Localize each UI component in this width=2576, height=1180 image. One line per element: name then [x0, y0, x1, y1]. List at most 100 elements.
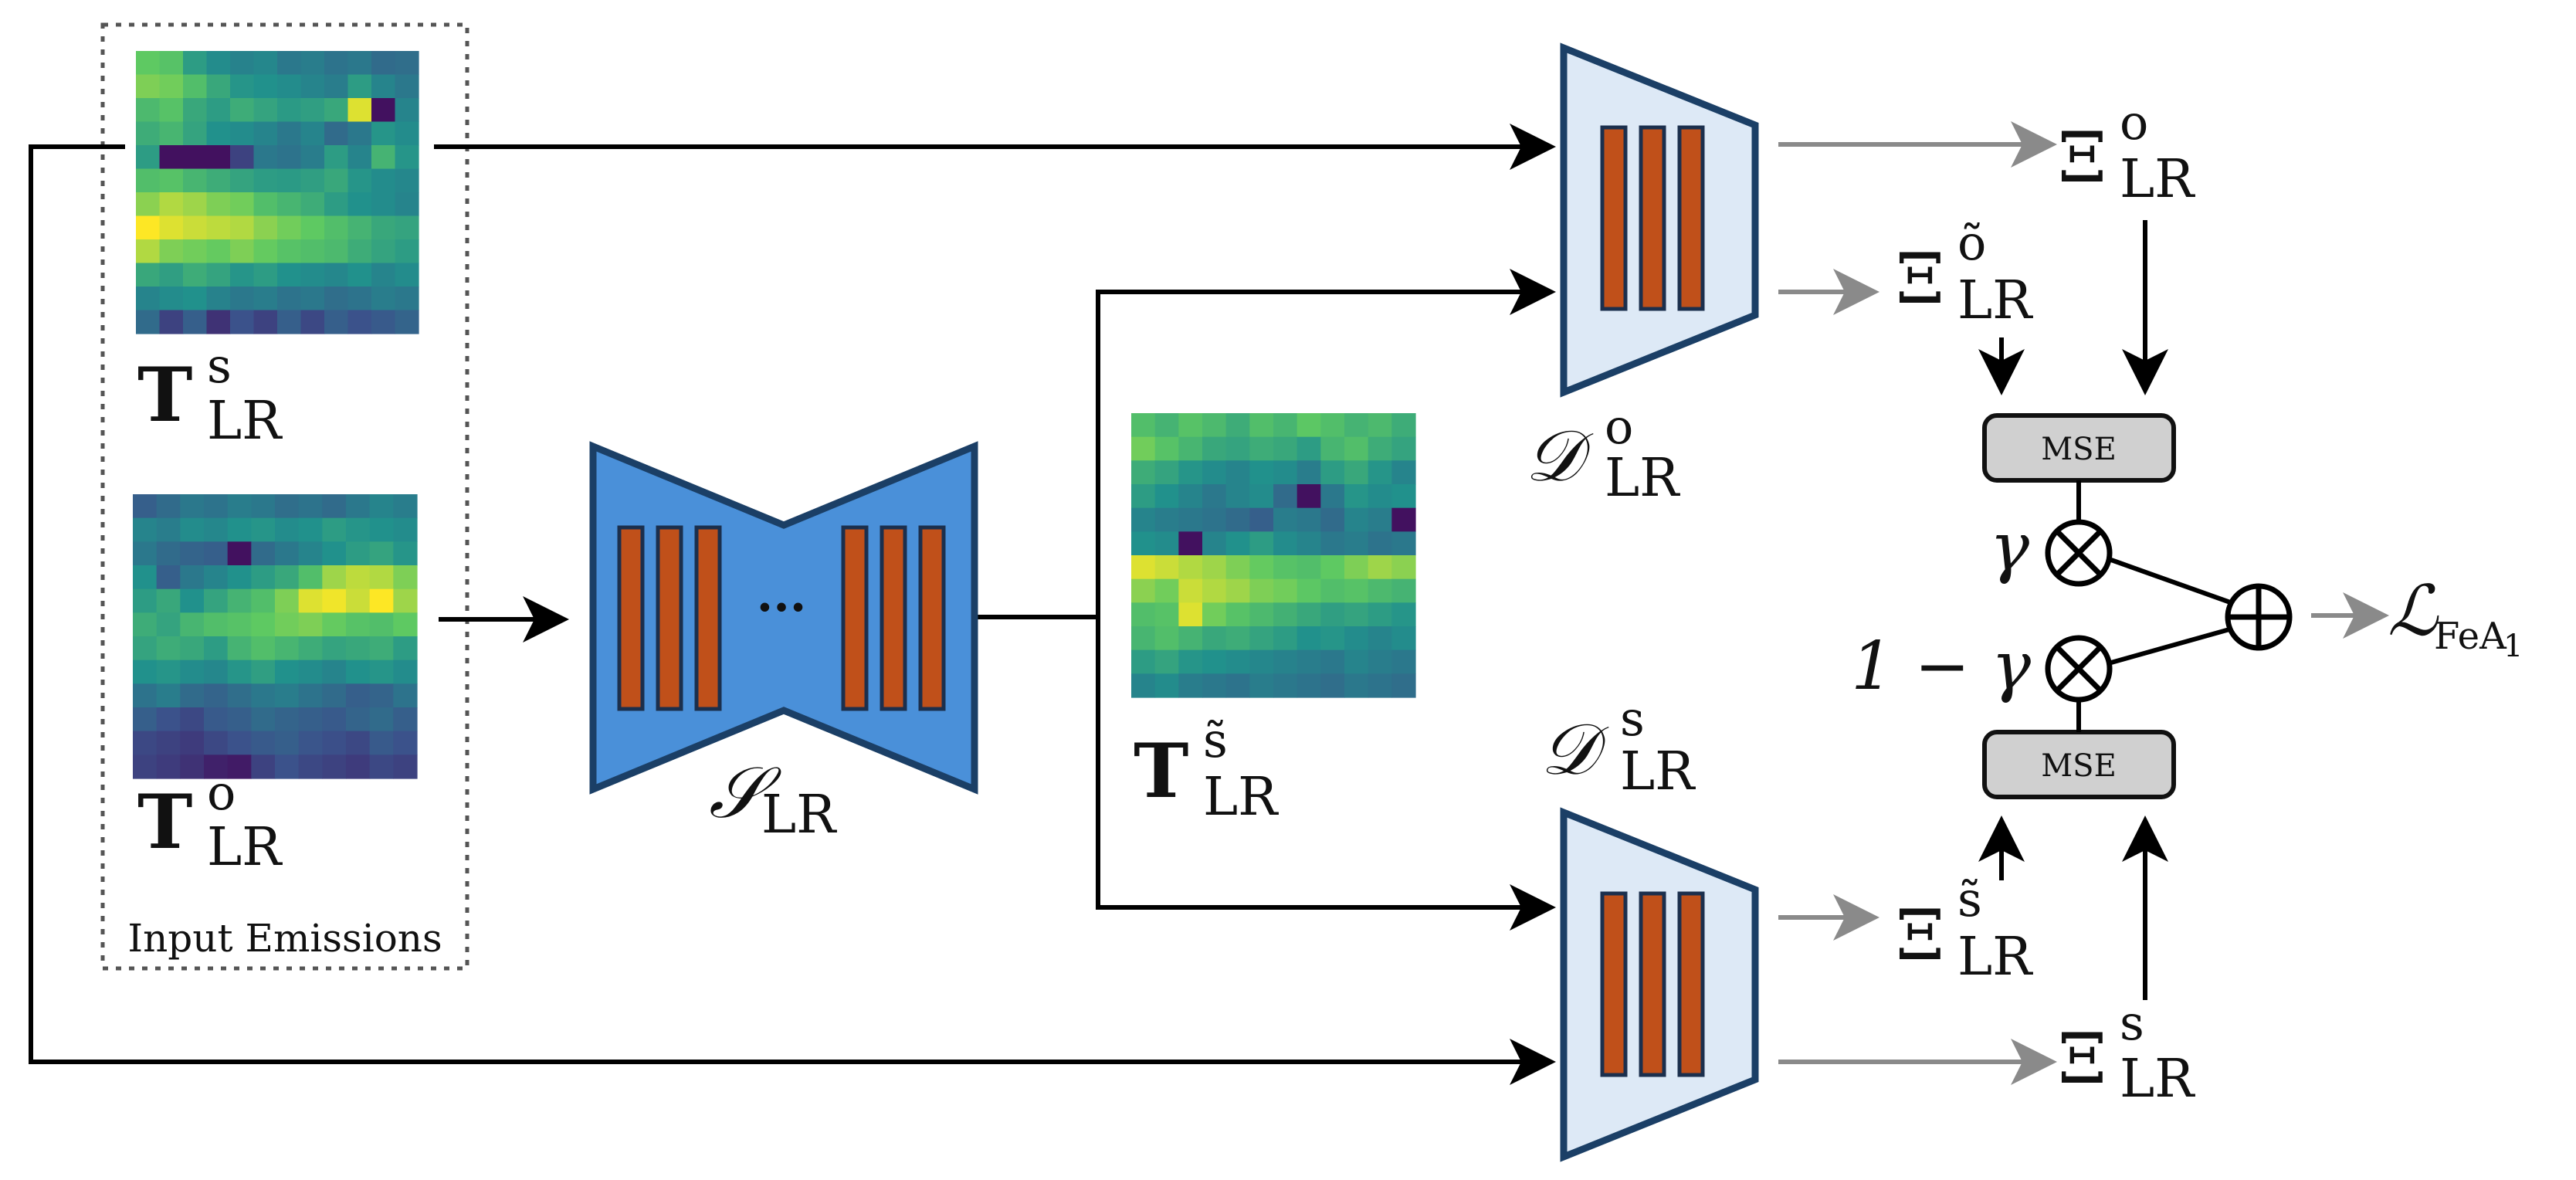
heatmap-cell [300, 74, 325, 99]
heatmap-cell [136, 98, 161, 123]
encoder-block [918, 525, 946, 711]
heatmap-cell [1154, 436, 1179, 461]
heatmap-cell [347, 239, 372, 264]
svg-text:LR: LR [207, 817, 283, 878]
heatmap-cell [322, 494, 347, 519]
heatmap-cell [206, 51, 231, 76]
plus-icon [2225, 583, 2293, 651]
heatmap-cell [206, 168, 231, 193]
heatmap-cell [1391, 626, 1416, 651]
heatmap-cell [136, 145, 161, 170]
svg-text:T: T [1134, 727, 1188, 815]
heatmap-cell [136, 287, 161, 311]
heatmap-cell [1273, 649, 1298, 674]
heatmap-cell [156, 660, 181, 684]
heatmap-cell [1320, 626, 1345, 651]
heatmap-cell [371, 121, 396, 146]
heatmap-cell [156, 707, 181, 732]
heatmap-cell [324, 310, 349, 334]
heatmap-cell [136, 74, 161, 99]
heatmap-cell [180, 565, 205, 590]
heatmap-cell [1202, 531, 1227, 556]
heatmap-cell [300, 168, 325, 193]
heatmap-cell [1320, 578, 1345, 603]
heatmap-cell [1320, 460, 1345, 485]
heatmap-cell [180, 754, 205, 779]
heatmap-cell [300, 287, 325, 311]
heatmap-cell [183, 310, 208, 334]
heatmap-cell [204, 541, 229, 566]
heatmap-cell [277, 145, 302, 170]
heatmap-cell [1296, 460, 1321, 485]
heatmap-cell [204, 636, 229, 661]
heatmap-cell [275, 707, 300, 732]
heatmap-cell [1131, 602, 1156, 627]
heatmap-cell [346, 517, 371, 542]
heatmap-cell [1225, 555, 1250, 580]
heatmap-cell [1154, 531, 1179, 556]
heatmap-cell [371, 239, 396, 264]
heatmap-cell [1225, 578, 1250, 603]
heatmap-cell [277, 121, 302, 146]
heatmap-cell [1344, 649, 1369, 674]
heatmap-cell [346, 754, 371, 779]
heatmap-cell [251, 565, 276, 590]
heatmap-cell [1296, 484, 1321, 509]
svg-text:T: T [137, 778, 192, 866]
heatmap-cell [1131, 413, 1156, 438]
heatmap-cell [300, 121, 325, 146]
heatmap-cell [347, 287, 372, 311]
heatmap-cell [1368, 673, 1392, 698]
heatmap-cell [1320, 413, 1345, 438]
heatmap-cell [133, 754, 158, 779]
heatmap-cell [251, 754, 276, 779]
heatmap-cell [1131, 649, 1156, 674]
heatmap-cell [1273, 673, 1298, 698]
heatmap-cell [1391, 578, 1416, 603]
heatmap-cell [183, 74, 208, 99]
heatmap-cell [230, 310, 255, 334]
heatmap-cell [1320, 649, 1345, 674]
heatmap-cell [1202, 626, 1227, 651]
heatmap-cell [277, 215, 302, 240]
heatmap-cell [369, 565, 394, 590]
heatmap-cell [1225, 484, 1250, 509]
heatmap-cell [1368, 555, 1392, 580]
heatmap-cell [1178, 578, 1203, 603]
heatmap-cell [1154, 673, 1179, 698]
heatmap-cell [1131, 460, 1156, 485]
svg-text:s̃: s̃ [1203, 712, 1228, 768]
heatmap-cell [1344, 484, 1369, 509]
heatmap-cell [275, 731, 300, 755]
heatmap-cell [180, 636, 205, 661]
heatmap-cell [183, 215, 208, 240]
heatmap-cell [180, 612, 205, 637]
heatmap-cell [393, 636, 418, 661]
heatmap-cell [369, 636, 394, 661]
heatmap-cell [230, 192, 255, 217]
heatmap-cell [251, 541, 276, 566]
heatmap-cell [1320, 484, 1345, 509]
heatmap-cell [1391, 484, 1416, 509]
heatmap-cell [227, 588, 252, 613]
heatmap-cell [1178, 436, 1203, 461]
heatmap-cell [298, 660, 323, 684]
heatmap-cell [1344, 578, 1369, 603]
heatmap-cell [1131, 555, 1156, 580]
heatmap-cell [1320, 673, 1345, 698]
heatmap-cell [277, 192, 302, 217]
heatmap-cell [347, 74, 372, 99]
heatmap-cell [1202, 413, 1227, 438]
heatmap-cell [136, 310, 161, 334]
heatmap-cell [369, 494, 394, 519]
heatmap-cell [298, 494, 323, 519]
heatmap-cell [253, 192, 278, 217]
heatmap-cell [1391, 413, 1416, 438]
heatmap-cell [324, 168, 349, 193]
heatmap-cell [393, 683, 418, 708]
heatmap-cell [204, 517, 229, 542]
heatmap-cell [230, 215, 255, 240]
heatmap-cell [1296, 436, 1321, 461]
heatmap-cell [275, 588, 300, 613]
heatmap-cell [322, 565, 347, 590]
